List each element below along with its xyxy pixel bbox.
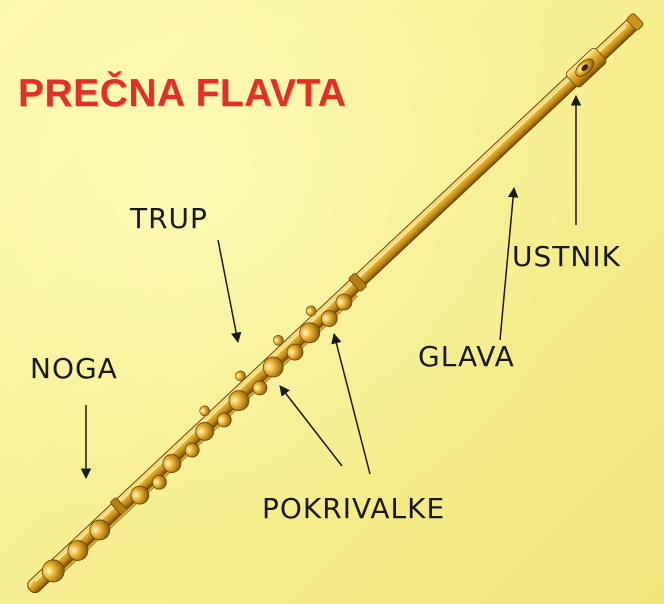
label-pokrivalke: POKRIVALKE xyxy=(262,492,445,525)
arrow-trup xyxy=(218,240,238,342)
label-noga: NOGA xyxy=(30,352,118,385)
label-trup: TRUP xyxy=(130,202,208,235)
page-title: PREČNA FLAVTA xyxy=(18,72,347,116)
arrow-pokrivalke-right xyxy=(334,334,370,474)
label-glava: GLAVA xyxy=(418,340,515,373)
arrow-pokrivalke-left xyxy=(280,386,342,466)
label-ustnik: USTNIK xyxy=(512,240,621,273)
